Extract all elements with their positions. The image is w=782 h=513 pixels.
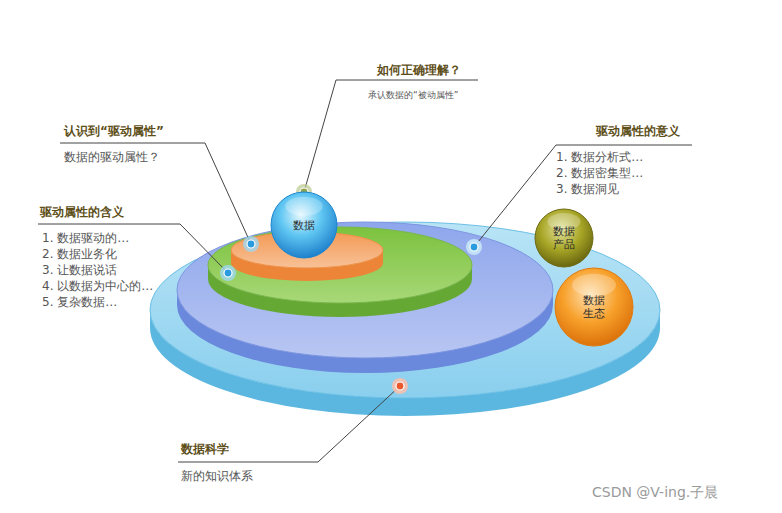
callout-text: 3. 让数据说话 — [42, 263, 117, 278]
callout-text: 承认数据的“被动属性” — [368, 88, 458, 103]
callout-heading: 数据科学 — [181, 442, 229, 457]
callout-text: 新的知识体系 — [181, 469, 253, 484]
sphere-label: 数据 产品 — [551, 225, 577, 251]
callout-text: 2. 数据业务化 — [42, 247, 117, 262]
callout-text: 1. 数据驱动的… — [42, 231, 129, 246]
sphere-highlight — [285, 197, 322, 216]
callout-text: 3. 数据洞见 — [556, 182, 619, 197]
sphere-circle — [535, 209, 593, 267]
sphere-label: 数据 — [291, 219, 317, 232]
sphere-highlight — [572, 274, 616, 296]
blue-disc — [177, 222, 553, 373]
callout-dots — [220, 184, 482, 394]
sphere-node: 数据 生态 — [554, 267, 634, 347]
green-disc — [208, 227, 472, 317]
callout-text: 4. 以数据为中心的… — [42, 279, 153, 294]
sphere-circle — [271, 192, 337, 258]
callout-heading: 驱动属性的含义 — [40, 205, 124, 220]
sphere-circle — [555, 268, 633, 346]
leader-lines — [38, 80, 692, 462]
callout-heading: 认识到“驱动属性” — [64, 124, 164, 139]
sphere-node: 数据 产品 — [534, 208, 594, 268]
callout-text: 5. 复杂数据… — [42, 295, 117, 310]
callout-text: 数据的驱动属性？ — [64, 150, 160, 165]
sphere-label: 数据 生态 — [581, 294, 607, 320]
callout-heading: 驱动属性的意义 — [596, 124, 680, 139]
callout-heading: 如何正确理解？ — [377, 63, 461, 78]
callout-text: 2. 数据密集型… — [556, 166, 643, 181]
callout-text: 1. 数据分析式… — [556, 150, 643, 165]
sphere-node: 数据 — [270, 191, 338, 259]
watermark: CSDN @V-ing.子晨 — [592, 485, 718, 500]
